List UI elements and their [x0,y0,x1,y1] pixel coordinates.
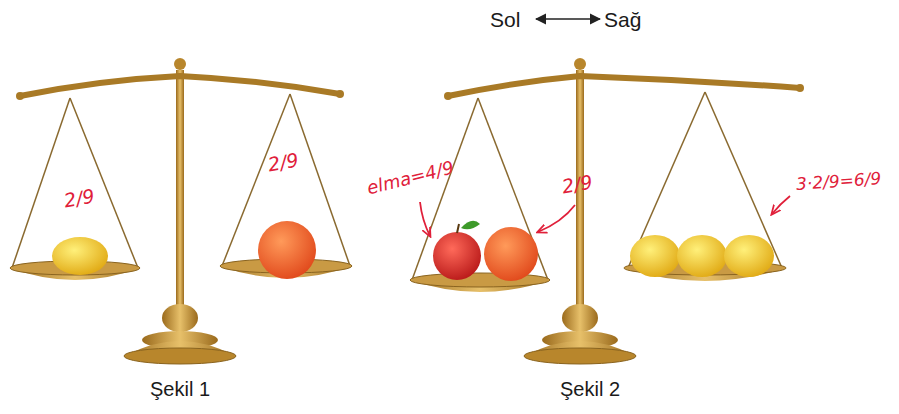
leader-arrow [772,196,790,214]
balance-scale-1 [10,58,352,364]
fraction-note: 3·2/9=6/9 [795,169,881,194]
figure-caption: Şekil 2 [560,378,620,400]
fraction-note: elma=4/9 [365,158,456,199]
direction-label: Sağ [604,8,641,31]
fraction-note: 2/9 [266,150,300,176]
direction-label: Sol [490,8,520,31]
balance-scale-2 [410,58,804,364]
leader-arrow [420,202,430,236]
figure-caption: Şekil 1 [150,378,210,400]
fraction-note: 2/9 [560,172,594,198]
direction-arrow [536,18,600,20]
fraction-note: 2/9 [62,186,96,212]
leader-arrow [538,205,575,232]
